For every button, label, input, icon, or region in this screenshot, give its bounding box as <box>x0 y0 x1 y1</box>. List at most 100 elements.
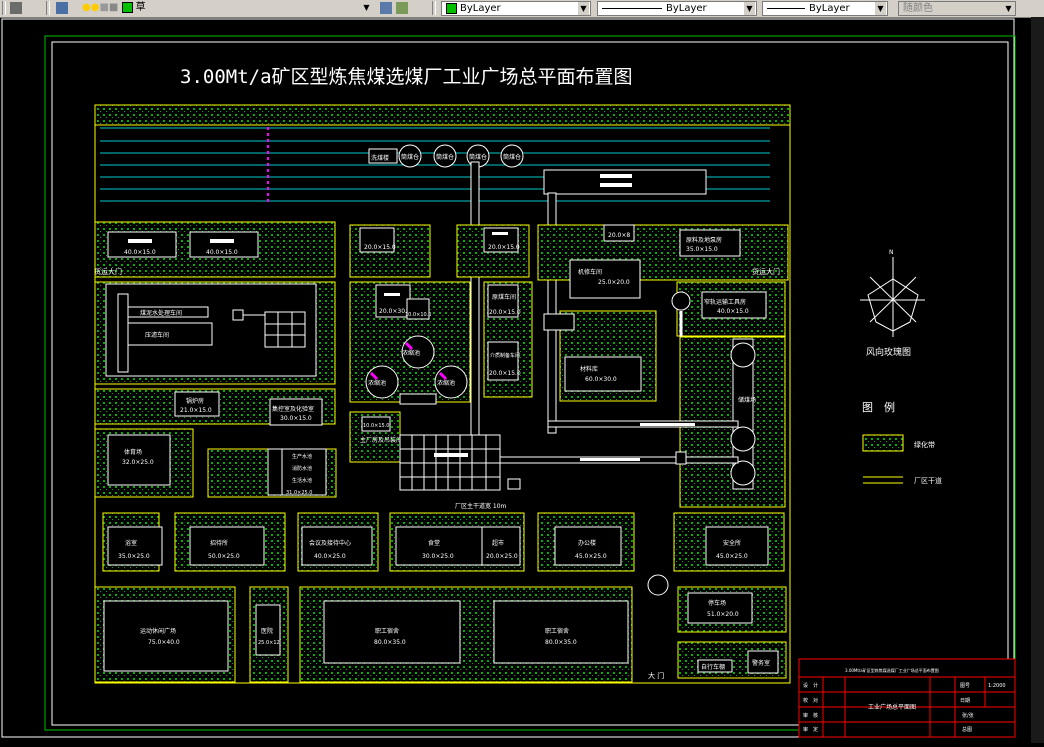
titleblock-field: 校 对 <box>803 697 818 704</box>
north-label: N <box>889 249 894 256</box>
sun-icon: ● <box>90 2 100 13</box>
inner-frame <box>51 41 1009 726</box>
building-block <box>103 600 229 672</box>
block-size-label: 35.0×25.0 <box>118 553 150 560</box>
plotstyle-value: 随颜色 <box>903 3 933 14</box>
block-name-label: 浓缩池 <box>437 379 455 387</box>
building-block <box>687 592 753 624</box>
title-block <box>798 658 1016 738</box>
wash-building <box>368 148 398 164</box>
block-size-label: 20.0×15.0 <box>364 244 396 251</box>
block-size-label: 20.0×25.0 <box>486 553 518 560</box>
chevron-down-icon[interactable]: ▼ <box>361 1 372 14</box>
block-size-label: 10.0×10.0 <box>405 312 431 318</box>
titleblock-field: 设 计 <box>803 682 818 689</box>
block-size-label: 45.0×25.0 <box>575 553 607 560</box>
linetype-value: ByLayer <box>666 3 707 14</box>
make-current-layer-icon[interactable] <box>380 2 392 14</box>
titleblock-heading: 3.00Mt/a矿区型炼焦煤选煤厂工业广场总平面布置图 <box>845 667 939 673</box>
block-name-label: 浓缩池 <box>402 349 420 357</box>
block-size-label: 40.0×25.0 <box>314 553 346 560</box>
color-control[interactable]: ByLayer ▼ <box>441 1 591 16</box>
block-size-label: 30.0×15.0 <box>280 415 312 422</box>
rail-conveyor <box>547 192 557 434</box>
roundabout <box>647 574 669 596</box>
chevron-down-icon[interactable]: ▼ <box>1003 2 1014 15</box>
layer-manager-icon[interactable] <box>56 2 68 14</box>
block-name-label: 储煤场 <box>738 396 756 404</box>
block-name-label: 原煤车间 <box>492 293 516 301</box>
building-block <box>269 398 323 426</box>
block-name-label: 主厂房及吊装间 <box>360 436 402 444</box>
drawing-canvas[interactable]: 3.00Mt/a矿区型炼焦煤选煤厂工业广场总平面布置图 洗煤楼 筒煤仓 筒煤仓 … <box>0 17 1044 743</box>
building-block <box>554 526 622 566</box>
block-size-label: 32.0×25.0 <box>122 459 154 466</box>
building-block <box>493 600 629 664</box>
block-size-label: 80.0×35.0 <box>545 639 577 646</box>
plotstyle-control[interactable]: 随颜色 ▼ <box>898 1 1016 16</box>
building-block <box>564 356 642 392</box>
lineweight-control[interactable]: ByLayer ▼ <box>762 1 888 16</box>
chevron-down-icon[interactable]: ▼ <box>875 2 886 15</box>
block-size-label: 20.0×15.0 <box>489 370 521 377</box>
block-name-label: 自行车棚 <box>701 663 725 671</box>
layer-icon: ■ <box>108 2 119 13</box>
block-size-label: 20.0×8 <box>608 232 630 239</box>
rail-label: 筒煤仓 <box>469 153 487 161</box>
building-block <box>323 600 461 664</box>
block-name-label: 警务室 <box>752 659 770 667</box>
block-name-label: 集控室及化验室 <box>272 405 314 413</box>
properties-toolbar: ●●■■ 草 ▼ ByLayer ▼ ByLayer ▼ ByLayer ▼ 随… <box>0 0 1044 18</box>
block-size-label: 40.0×15.0 <box>124 249 156 256</box>
block-name-label: 原料及地泵房 <box>686 236 722 244</box>
block-size-label: 35.0×15.0 <box>686 246 718 253</box>
block-name-label: 生产水池 <box>292 453 312 460</box>
layer-color-swatch <box>121 1 133 13</box>
building-block <box>361 416 391 432</box>
block-size-label: 25.0×20.0 <box>598 279 630 286</box>
block-name-label: 职工宿舍 <box>375 627 399 635</box>
block-size-label: 60.0×30.0 <box>585 376 617 383</box>
rail-label: 筒煤仓 <box>401 153 419 161</box>
titleblock-field: 张/张 <box>962 712 974 719</box>
block-size-label: 10.0×15.0 <box>363 423 389 429</box>
block-size-label: 21.0×15.0 <box>180 407 212 414</box>
building-block <box>487 341 519 381</box>
block-name-label: 停车场 <box>708 599 726 607</box>
block-size-label: 40.0×15.0 <box>717 308 749 315</box>
rail-label: 筒煤仓 <box>436 153 454 161</box>
block-name-label: 办公楼 <box>578 539 596 547</box>
block-name-label: 会议及接待中心 <box>309 539 351 547</box>
toolbar-separator <box>432 1 436 15</box>
titleblock-field: 总图 <box>962 726 972 733</box>
building-block <box>705 526 769 566</box>
building-block <box>189 526 265 566</box>
water-tower <box>671 291 691 311</box>
line-preview <box>602 7 662 9</box>
block-name-label: 煤泥水处理车间 <box>140 309 182 317</box>
titleblock-field: 审 核 <box>803 712 818 719</box>
gate-label: 货运大门 <box>94 267 122 276</box>
layer-previous-icon[interactable] <box>396 2 408 14</box>
layer-combo[interactable]: ▼ <box>150 1 372 14</box>
building-block <box>697 659 733 673</box>
legend-title: 图 例 <box>862 400 895 414</box>
linetype-control[interactable]: ByLayer ▼ <box>597 1 757 16</box>
block-size-label: 80.0×35.0 <box>374 639 406 646</box>
layers-icon[interactable] <box>10 2 22 14</box>
block-name-label: 材料库 <box>580 365 598 373</box>
building-block <box>603 224 635 242</box>
vertical-scrollbar[interactable] <box>1031 17 1044 743</box>
block-size-label: 40.0×15.0 <box>206 249 238 256</box>
titleblock-field: 审 定 <box>803 726 818 733</box>
gate-label: 大 门 <box>648 671 664 680</box>
chevron-down-icon[interactable]: ▼ <box>578 2 589 15</box>
layer-state-icons[interactable]: ●●■■ 草 <box>82 1 146 15</box>
block-size-label: 30.0×25.0 <box>422 553 454 560</box>
coal-yard <box>732 338 754 490</box>
chevron-down-icon[interactable]: ▼ <box>744 2 755 15</box>
block-size-label: 31.0×25.0 <box>286 490 312 496</box>
lock-icon: ■ <box>99 2 109 13</box>
block-name-label: 食堂 <box>428 539 440 547</box>
gate-label: 货运大门 <box>752 267 780 276</box>
